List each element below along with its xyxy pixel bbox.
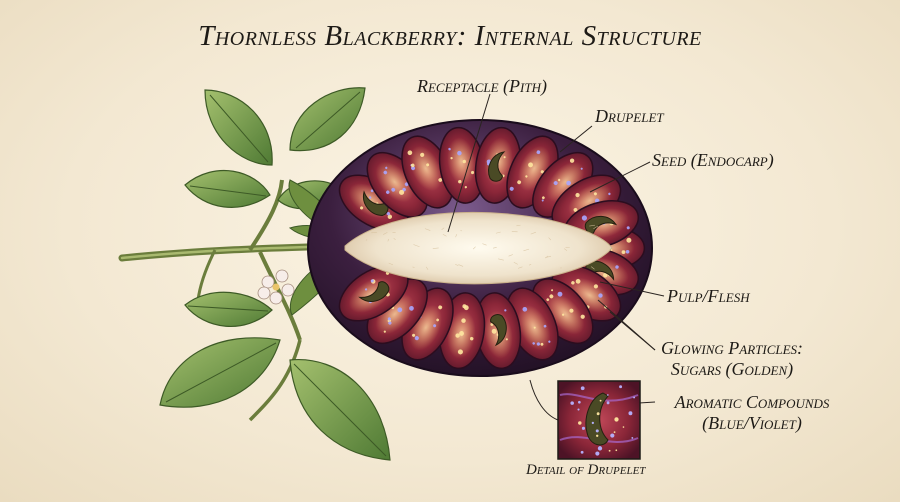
leader-lines: [447, 93, 665, 421]
drupelet: [438, 292, 486, 370]
drupelet: [401, 287, 454, 361]
label-pulp: Pulp/Flesh: [667, 286, 750, 306]
drupelet: [438, 126, 486, 204]
label-detail: Detail of Drupelet: [526, 462, 646, 478]
leaf-lower-left: [184, 291, 273, 328]
drupelet-ring: [338, 126, 646, 370]
drupelet: [563, 200, 640, 249]
drupelet: [338, 264, 409, 322]
label-aromatic: Aromatic Compounds (Blue/Violet): [657, 392, 847, 434]
label-particles-line2: Sugars (Golden): [670, 359, 794, 379]
seed-icon: [362, 190, 389, 216]
seed-icon: [358, 281, 390, 302]
receptacle-pith: [344, 211, 613, 285]
seed-icon: [490, 314, 507, 347]
label-seed: Seed (Endocarp): [652, 150, 774, 170]
label-aromatic-line2: (Blue/Violet): [702, 413, 802, 433]
drupelet-detail-inset: [557, 380, 641, 460]
flower-icon: [257, 269, 295, 305]
label-particles-line1: Glowing Particles:: [660, 338, 804, 358]
label-drupelet: Drupelet: [595, 106, 664, 126]
seed-icon: [488, 151, 506, 182]
leaf-cluster: [159, 87, 391, 461]
label-particles: Glowing Particles: Sugars (Golden): [652, 338, 812, 380]
label-receptacle: Receptacle (Pith): [417, 76, 547, 96]
label-aromatic-line1: Aromatic Compounds: [674, 392, 830, 412]
seed-detail-icon: [585, 392, 609, 446]
seed-icon: [584, 215, 618, 234]
page-title: Thornless Blackberry: Internal Structure: [198, 20, 702, 52]
leaf-middle-left: [184, 170, 271, 208]
